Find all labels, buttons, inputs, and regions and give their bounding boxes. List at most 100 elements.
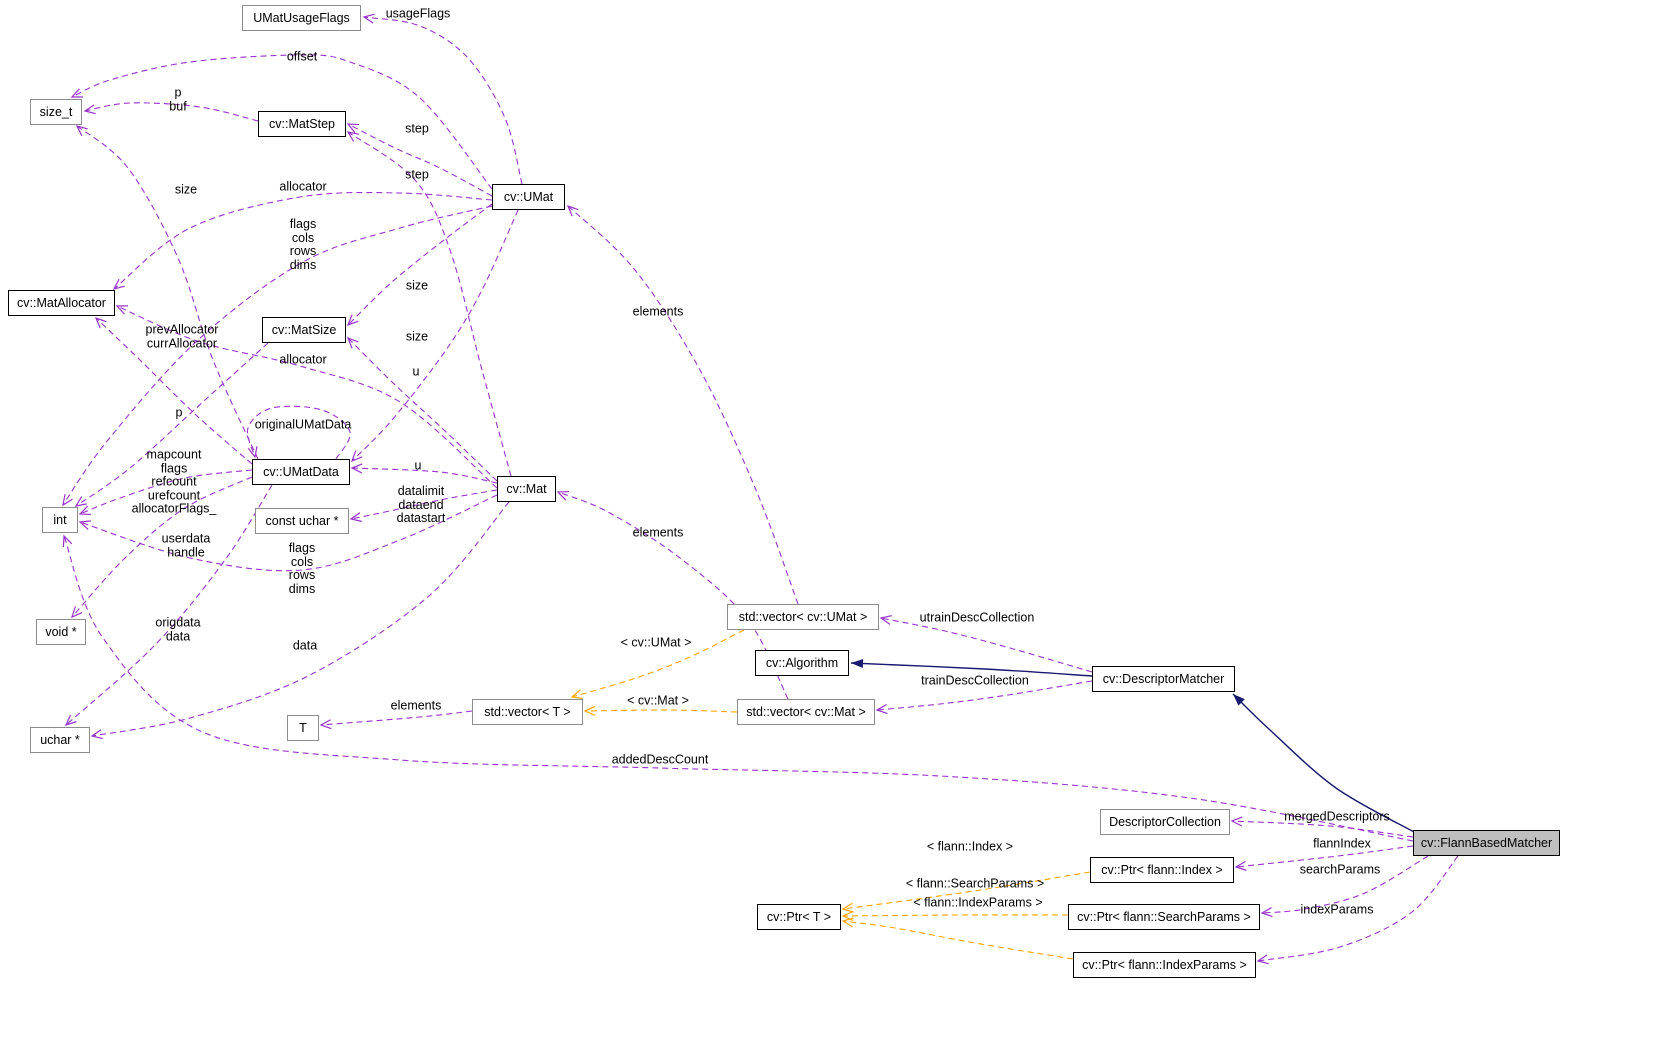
edge-flann_matcher-to-descriptor_collection-arrowhead bbox=[1230, 816, 1243, 827]
edge-umat-to-size_t-arrowhead bbox=[70, 88, 84, 98]
edge-vector_mat-to-mat bbox=[557, 491, 789, 700]
edge-flann_matcher-to-ptr_search-arrowhead bbox=[1260, 907, 1273, 918]
edge-ptr_search-to-ptr_t bbox=[842, 914, 1069, 917]
edge-descriptor_matcher-to-algorithm bbox=[850, 662, 1093, 677]
edge-umatdata-to-int-arrowhead bbox=[78, 505, 92, 516]
node-size-t[interactable]: size_t bbox=[30, 99, 82, 125]
edge-vector_umat-to-umat-arrowhead bbox=[566, 204, 579, 217]
edge-ptr_indexparams-to-ptr_t bbox=[842, 920, 1074, 960]
edge-vector_mat-to-vector_t bbox=[584, 709, 738, 713]
edge-mat-to-matallocator-arrowhead bbox=[115, 305, 129, 315]
edge-umat-to-matstep-arrowhead bbox=[346, 123, 360, 133]
edge-ptr_index-to-ptr_t bbox=[842, 871, 1091, 910]
node-int[interactable]: int bbox=[42, 507, 78, 533]
edge-mat-to-uchar_ptr bbox=[91, 501, 510, 737]
node-vector-t[interactable]: std::vector< T > bbox=[472, 699, 583, 725]
edge-mat-to-matsize bbox=[347, 337, 498, 482]
edge-vector_umat-to-vector_t-arrowhead bbox=[570, 689, 583, 700]
edge-flann_matcher-to-descriptor_matcher-arrowhead bbox=[1233, 694, 1245, 706]
node-vector-mat[interactable]: std::vector< cv::Mat > bbox=[737, 699, 875, 725]
edge-umatdata-to-void_ptr-arrowhead bbox=[71, 606, 83, 619]
edge-mat-to-matstep bbox=[347, 131, 512, 477]
edge-mat-to-uchar_ptr-arrowhead bbox=[90, 729, 103, 740]
edge-ptr_indexparams-to-ptr_t-arrowhead bbox=[841, 917, 854, 928]
node-matallocator[interactable]: cv::MatAllocator bbox=[8, 290, 115, 316]
edge-umat-to-matallocator bbox=[113, 191, 493, 290]
edge-descriptor_matcher-to-vector_mat bbox=[876, 680, 1093, 711]
node-umat-usage-flags[interactable]: UMatUsageFlags bbox=[242, 5, 361, 31]
edge-vector_t-to-t bbox=[320, 710, 473, 726]
edge-umat-to-int bbox=[62, 205, 493, 506]
node-algorithm[interactable]: cv::Algorithm bbox=[755, 650, 849, 676]
edge-umatdata-to-umatdata-arrowhead bbox=[247, 446, 258, 459]
edge-umatdata-to-size_t bbox=[76, 125, 259, 460]
edge-matstep-to-size_t bbox=[84, 102, 259, 122]
edge-umat-to-int-arrowhead bbox=[62, 494, 73, 507]
node-descriptor-matcher[interactable]: cv::DescriptorMatcher bbox=[1092, 666, 1235, 692]
edge-umat-to-umat_usage_flags bbox=[363, 16, 523, 185]
node-descriptor-collection[interactable]: DescriptorCollection bbox=[1100, 809, 1230, 835]
edge-flann_matcher-to-ptr_indexparams bbox=[1257, 855, 1459, 962]
node-mat[interactable]: cv::Mat bbox=[497, 476, 556, 502]
edge-descriptor_matcher-to-vector_umat-arrowhead bbox=[879, 615, 892, 625]
edge-umatdata-to-size_t-arrowhead bbox=[75, 125, 88, 137]
node-flann-matcher[interactable]: cv::FlannBasedMatcher bbox=[1413, 830, 1560, 856]
edge-flann_matcher-to-int-arrowhead bbox=[62, 534, 73, 548]
node-const-uchar[interactable]: const uchar * bbox=[255, 508, 349, 534]
node-t[interactable]: T bbox=[287, 715, 319, 741]
edge-umat-to-umat_usage_flags-arrowhead bbox=[362, 13, 375, 24]
node-uchar-ptr[interactable]: uchar * bbox=[30, 727, 90, 753]
edge-umat-to-size_t bbox=[71, 54, 493, 190]
edge-flann_matcher-to-ptr_indexparams-arrowhead bbox=[1256, 954, 1269, 965]
edge-matsize-to-int-arrowhead bbox=[74, 496, 87, 507]
edge-umatdata-to-uchar_ptr-arrowhead bbox=[64, 714, 77, 726]
edge-umatdata-to-void_ptr bbox=[71, 476, 253, 618]
edge-mat-to-umatdata bbox=[351, 467, 498, 484]
edge-ptr_index-to-ptr_t-arrowhead bbox=[841, 902, 854, 913]
edge-mat-to-int-arrowhead bbox=[78, 520, 92, 530]
edge-flann_matcher-to-descriptor_collection bbox=[1231, 820, 1414, 838]
edge-umatdata-to-uchar_ptr bbox=[65, 484, 273, 726]
edge-descriptor_matcher-to-vector_umat bbox=[880, 617, 1093, 673]
edge-flann_matcher-to-ptr_search bbox=[1261, 855, 1429, 914]
edge-mat-to-const_uchar-arrowhead bbox=[349, 512, 362, 522]
edge-umat-to-matstep bbox=[347, 123, 493, 197]
edge-umatdata-to-umatdata bbox=[246, 405, 351, 460]
node-matstep[interactable]: cv::MatStep bbox=[258, 111, 346, 137]
edge-umat-to-matallocator-arrowhead bbox=[112, 278, 125, 290]
edge-vector_mat-to-vector_t-arrowhead bbox=[583, 705, 596, 716]
edge-umat-to-matsize-arrowhead bbox=[346, 314, 359, 327]
edge-vector_mat-to-mat-arrowhead bbox=[556, 490, 570, 501]
edge-matsize-to-int bbox=[75, 342, 269, 507]
edge-vector_umat-to-vector_t bbox=[571, 629, 745, 698]
edge-flann_matcher-to-ptr_index bbox=[1235, 845, 1414, 868]
edge-flann_matcher-to-ptr_index-arrowhead bbox=[1234, 860, 1247, 871]
edge-mat-to-int bbox=[79, 494, 498, 572]
node-ptr-search[interactable]: cv::Ptr< flann::SearchParams > bbox=[1068, 904, 1260, 930]
node-vector-umat[interactable]: std::vector< cv::UMat > bbox=[727, 604, 879, 630]
edge-mat-to-umatdata-arrowhead bbox=[350, 463, 363, 474]
edge-umat-to-umatdata-arrowhead bbox=[350, 450, 363, 463]
edge-flann_matcher-to-descriptor_matcher bbox=[1232, 693, 1415, 833]
node-ptr-t[interactable]: cv::Ptr< T > bbox=[757, 904, 841, 930]
edge-mat-to-matallocator bbox=[116, 305, 498, 489]
edge-flann_matcher-to-int bbox=[63, 535, 1414, 842]
edge-descriptor_matcher-to-algorithm-arrowhead bbox=[851, 659, 864, 669]
node-ptr-index[interactable]: cv::Ptr< flann::Index > bbox=[1090, 857, 1234, 883]
edge-umat-to-umatdata bbox=[351, 209, 519, 462]
edge-umatdata-to-matallocator bbox=[95, 317, 253, 465]
node-ptr-indexparams[interactable]: cv::Ptr< flann::IndexParams > bbox=[1073, 952, 1256, 978]
edge-umatdata-to-matallocator-arrowhead bbox=[94, 316, 107, 329]
edge-matstep-to-size_t-arrowhead bbox=[83, 104, 96, 115]
node-matsize[interactable]: cv::MatSize bbox=[262, 317, 346, 343]
edge-umat-to-matsize bbox=[347, 203, 493, 326]
node-umatdata[interactable]: cv::UMatData bbox=[252, 459, 350, 485]
node-umat[interactable]: cv::UMat bbox=[492, 184, 565, 210]
edge-mat-to-matsize-arrowhead bbox=[346, 336, 359, 349]
node-void-ptr[interactable]: void * bbox=[36, 619, 86, 645]
edge-vector_t-to-t-arrowhead bbox=[319, 719, 332, 730]
edge-umatdata-to-int bbox=[79, 469, 253, 515]
edge-vector_umat-to-umat bbox=[567, 205, 799, 605]
